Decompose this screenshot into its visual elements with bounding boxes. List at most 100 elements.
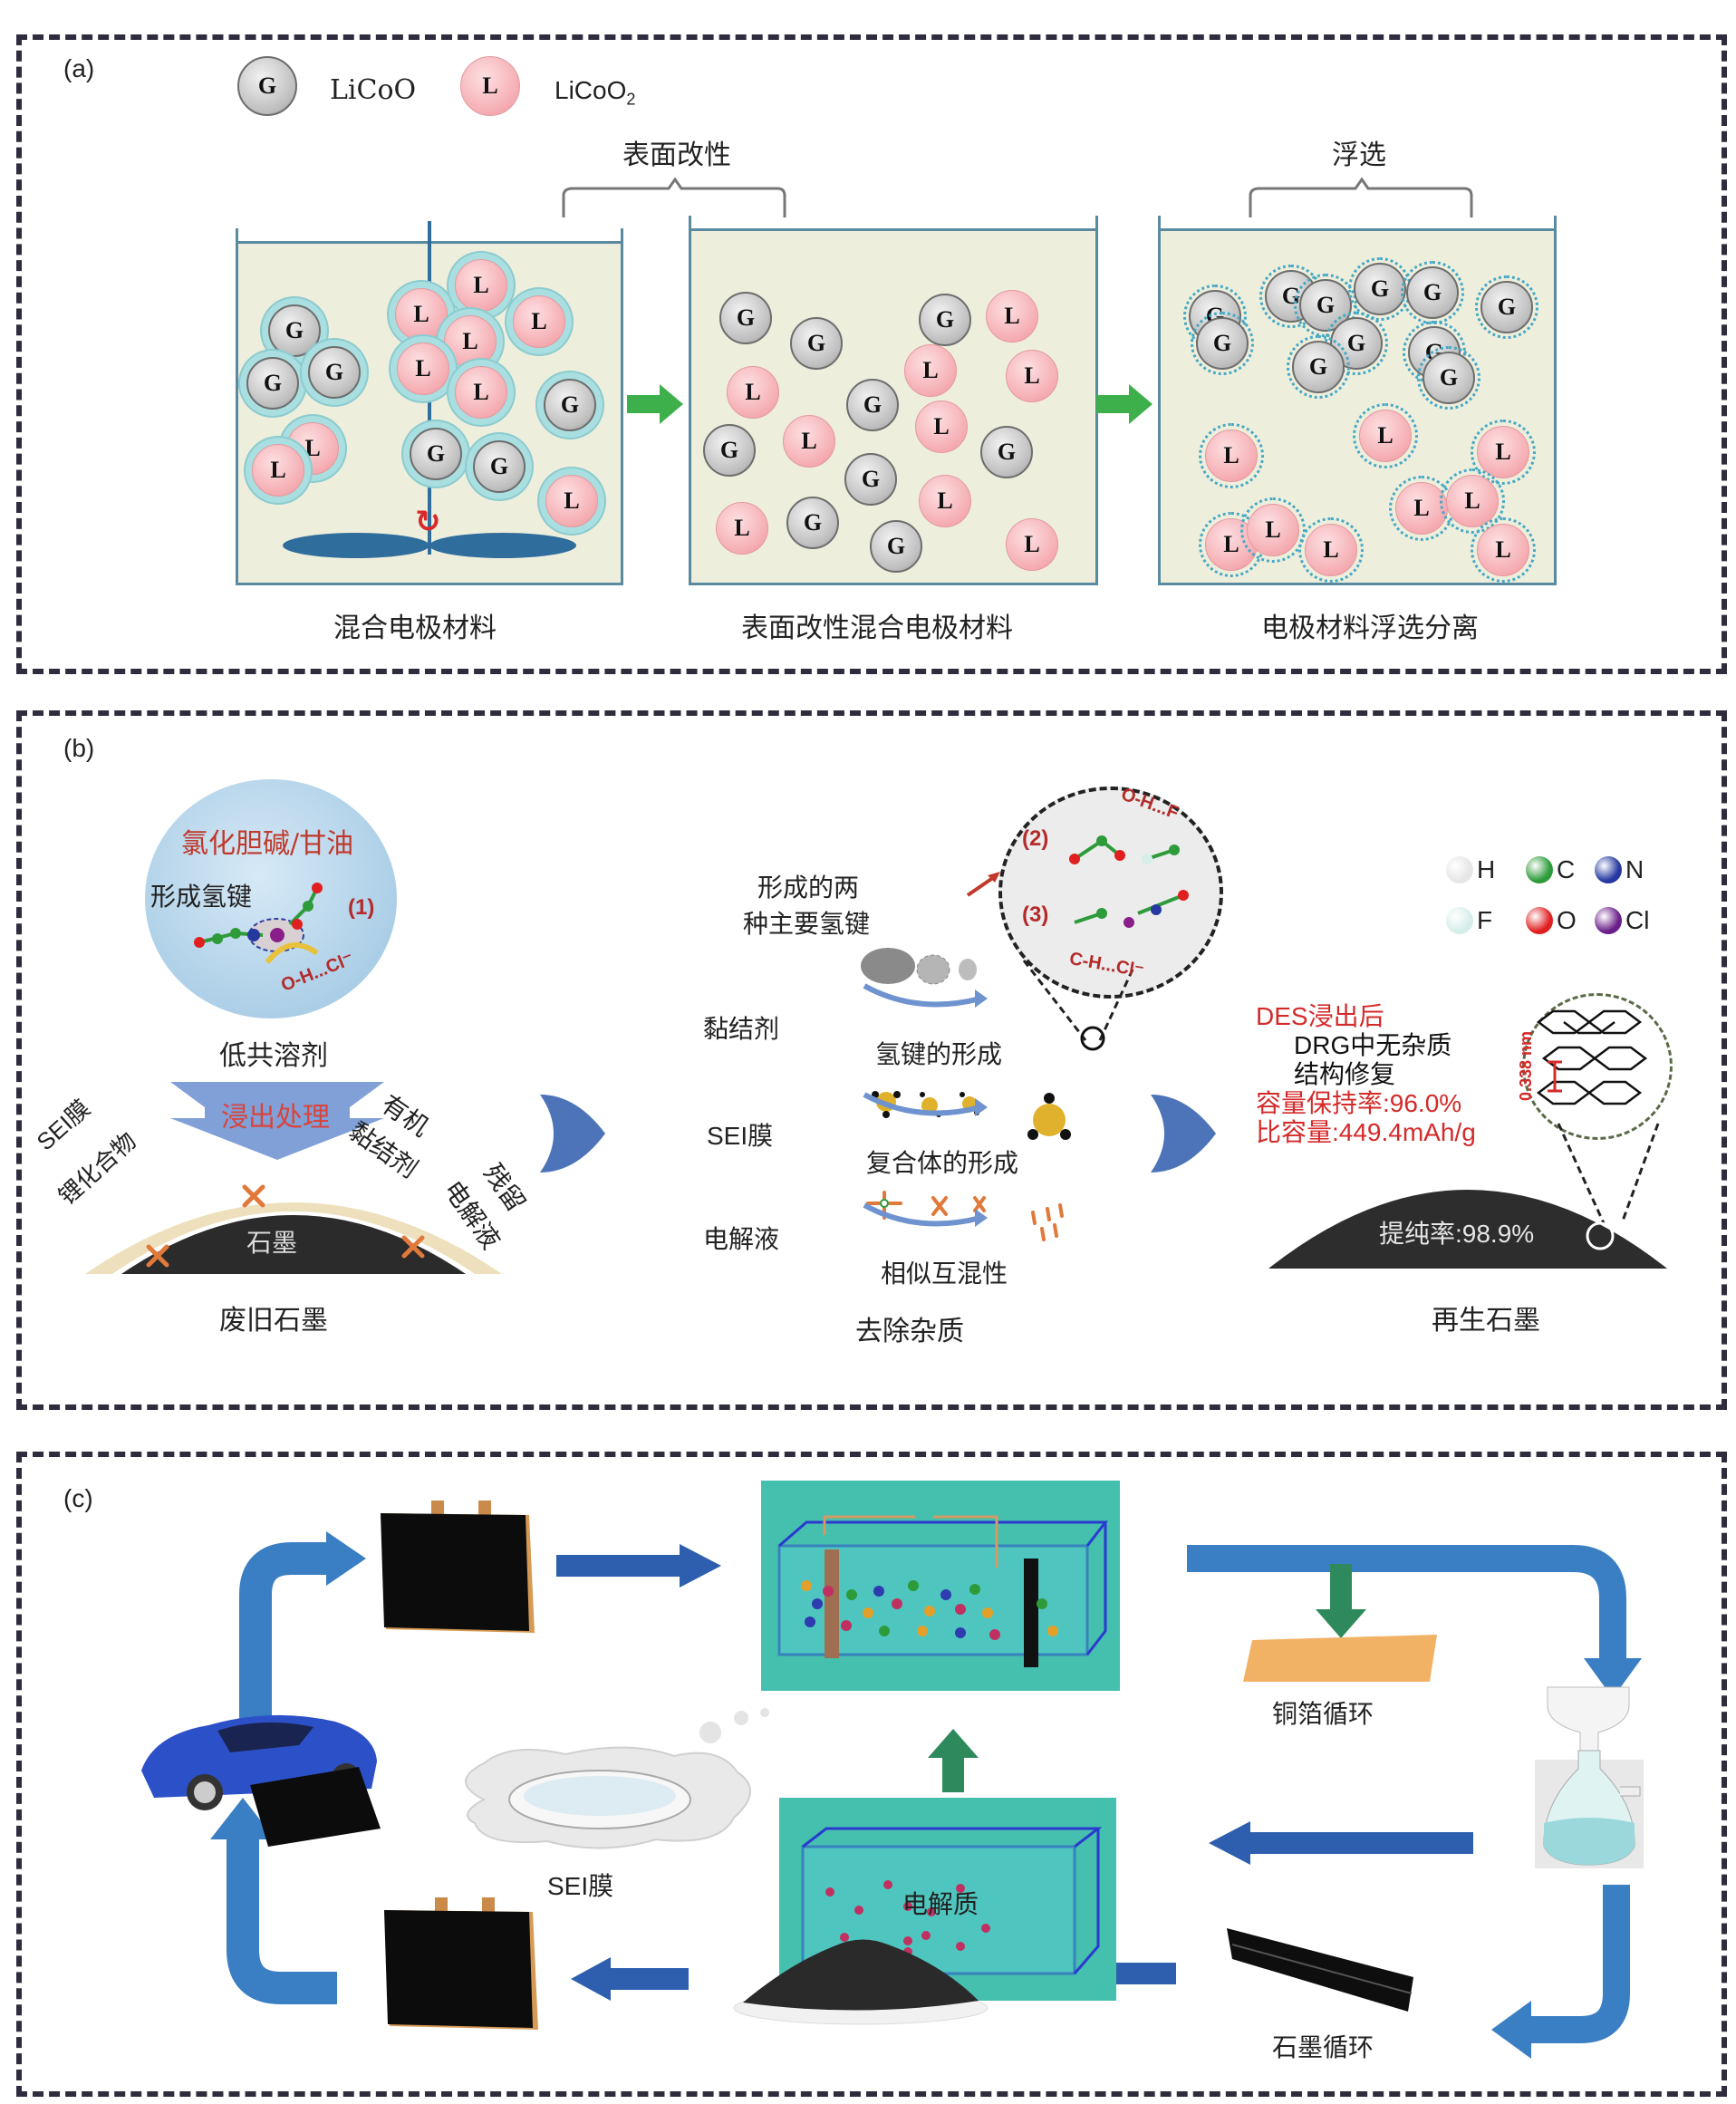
ion <box>846 1589 857 1600</box>
spent-graphite-dome <box>85 1184 502 1274</box>
regen-line2: DRG中无杂质 <box>1294 1031 1452 1059</box>
pointer-arrow-icon <box>966 872 1000 897</box>
atom-n-icon <box>1595 856 1622 883</box>
atom-label: Cl <box>1625 906 1650 934</box>
graphite-particle: G <box>846 379 899 431</box>
licoo2-particle: L <box>1298 517 1364 583</box>
graphite-particle: G <box>1287 335 1350 399</box>
licoo2-particle: L <box>455 366 507 419</box>
arrow-funnel-to-electrolyte-head <box>1209 1821 1250 1865</box>
ion <box>863 1607 873 1618</box>
atom-label: H <box>1477 855 1496 883</box>
copper-label: 铜箔循环 <box>1272 1699 1374 1729</box>
atom-label: O <box>1557 906 1577 934</box>
electrolysis-tank <box>777 1515 1109 1667</box>
graphite-particle: G <box>410 428 462 480</box>
arrow-car-to-battery-head <box>326 1531 366 1586</box>
licoo2-particle: L <box>545 475 598 527</box>
mechanism-binder: 氢键的形成 <box>875 1039 1003 1069</box>
arrow-battery-to-car <box>227 1839 337 2004</box>
flow-arrow-icon <box>863 983 988 1008</box>
graphene-zoom-connector <box>1557 1123 1660 1224</box>
licoo2-particle: L <box>1199 423 1264 488</box>
licoo2-particle: L <box>716 502 768 555</box>
flow-arrow-icon <box>863 1202 988 1227</box>
des-marker: (1) <box>348 895 375 920</box>
middle-caption: 去除杂质 <box>855 1316 964 1347</box>
graphite-particle: G <box>268 304 321 357</box>
atom-h-icon <box>1446 856 1473 883</box>
arrow-battery-to-car-head <box>210 1798 275 1839</box>
process-arrow-icon <box>540 1095 605 1173</box>
graphite-particle: G <box>1401 261 1464 324</box>
rotation-icon: ↻ <box>415 504 441 540</box>
row-label-binder: 黏结剂 <box>703 1014 780 1044</box>
des-hbond-text: 形成氢键 <box>150 882 253 912</box>
licoo2-particle: L <box>727 366 779 419</box>
atom-c-icon <box>1526 856 1553 883</box>
stirrer-blade-right <box>429 533 576 558</box>
graphite-particle: G <box>544 379 596 431</box>
spent-caption: 废旧石墨 <box>219 1305 328 1337</box>
ion <box>924 1606 935 1617</box>
graphite-particle: G <box>246 357 299 410</box>
atom-label: F <box>1477 906 1493 934</box>
caption-flotation: 电极材料浮选分离 <box>1261 613 1479 644</box>
licoo2-particle: L <box>455 259 507 312</box>
legend-licoo2-icon: L <box>460 56 520 116</box>
panel-a <box>16 34 1727 674</box>
graphite-particle: G <box>790 317 843 370</box>
arrow-right-icon <box>1096 384 1153 424</box>
filter-flask-icon <box>1535 1686 1644 1868</box>
licoo2-particle: L <box>915 401 968 453</box>
arrow-battery-to-tank-head <box>680 1544 721 1588</box>
process-arrow-icon <box>1151 1095 1216 1173</box>
arrow-electrolyte-to-tank-head <box>928 1729 979 1758</box>
ion <box>812 1598 823 1609</box>
licoo2-particle: L <box>1471 517 1536 583</box>
bracket-flotation <box>1249 177 1473 217</box>
mechanism-electrolyte: 相似互混性 <box>881 1259 1008 1288</box>
marker-2: (2) <box>1022 826 1049 851</box>
marker-3: (3) <box>1022 902 1049 927</box>
licoo2-particle: L <box>783 415 835 468</box>
regen-line3: 结构修复 <box>1294 1059 1396 1089</box>
arrow-tank-to-funnel <box>1187 1545 1626 1658</box>
legend-graphite-icon: G <box>237 56 297 116</box>
caption-modified: 表面改性混合电极材料 <box>741 613 1013 644</box>
graphite-particle: G <box>980 426 1033 478</box>
ion <box>940 1589 951 1600</box>
atom-legend-cl: Cl <box>1595 906 1649 935</box>
regen-caption: 再生石墨 <box>1432 1305 1540 1337</box>
graphite-particle: G <box>870 520 922 573</box>
licoo2-particle: L <box>986 290 1038 343</box>
graphite-particle: G <box>473 440 526 493</box>
graphite-particle: G <box>719 292 772 344</box>
panel-b-label: (b) <box>63 734 95 762</box>
graphite-particle: G <box>786 497 839 549</box>
electrolyte-label: 电解质 <box>902 1889 979 1919</box>
des-bubble <box>145 779 397 1018</box>
ion <box>879 1626 890 1636</box>
graphite-particle: G <box>1348 257 1412 321</box>
regen-specific-capacity: 比容量:449.4mAh/g <box>1256 1118 1476 1146</box>
panel-c <box>16 1452 1727 2097</box>
panel-b <box>16 710 1727 1410</box>
graphite-particle: G <box>703 424 756 477</box>
arrow-right-icon <box>627 384 683 424</box>
flow-arrow-icon <box>863 1092 988 1116</box>
regen-line1: DES浸出后 <box>1256 1002 1384 1030</box>
row-label-sei: SEI膜 <box>707 1122 774 1150</box>
des-caption: 低共溶剂 <box>219 1040 328 1072</box>
arrow-funnel-to-graphite-head <box>1491 2001 1531 2059</box>
bond-zoom-connector <box>1022 960 1134 1051</box>
battery-bottom-icon <box>384 1897 538 2030</box>
graphite-cycle-label: 石墨循环 <box>1272 2032 1374 2062</box>
des-title: 氯化胆碱/甘油 <box>181 828 354 860</box>
two-bonds-line2: 种主要氢键 <box>743 909 871 939</box>
stirrer-blade-left <box>283 533 429 558</box>
molecule-choline-glycerol <box>194 883 323 964</box>
bracket-label-flotation: 浮选 <box>1332 140 1386 171</box>
licoo2-particle: L <box>1006 518 1058 571</box>
ion <box>982 1607 993 1618</box>
